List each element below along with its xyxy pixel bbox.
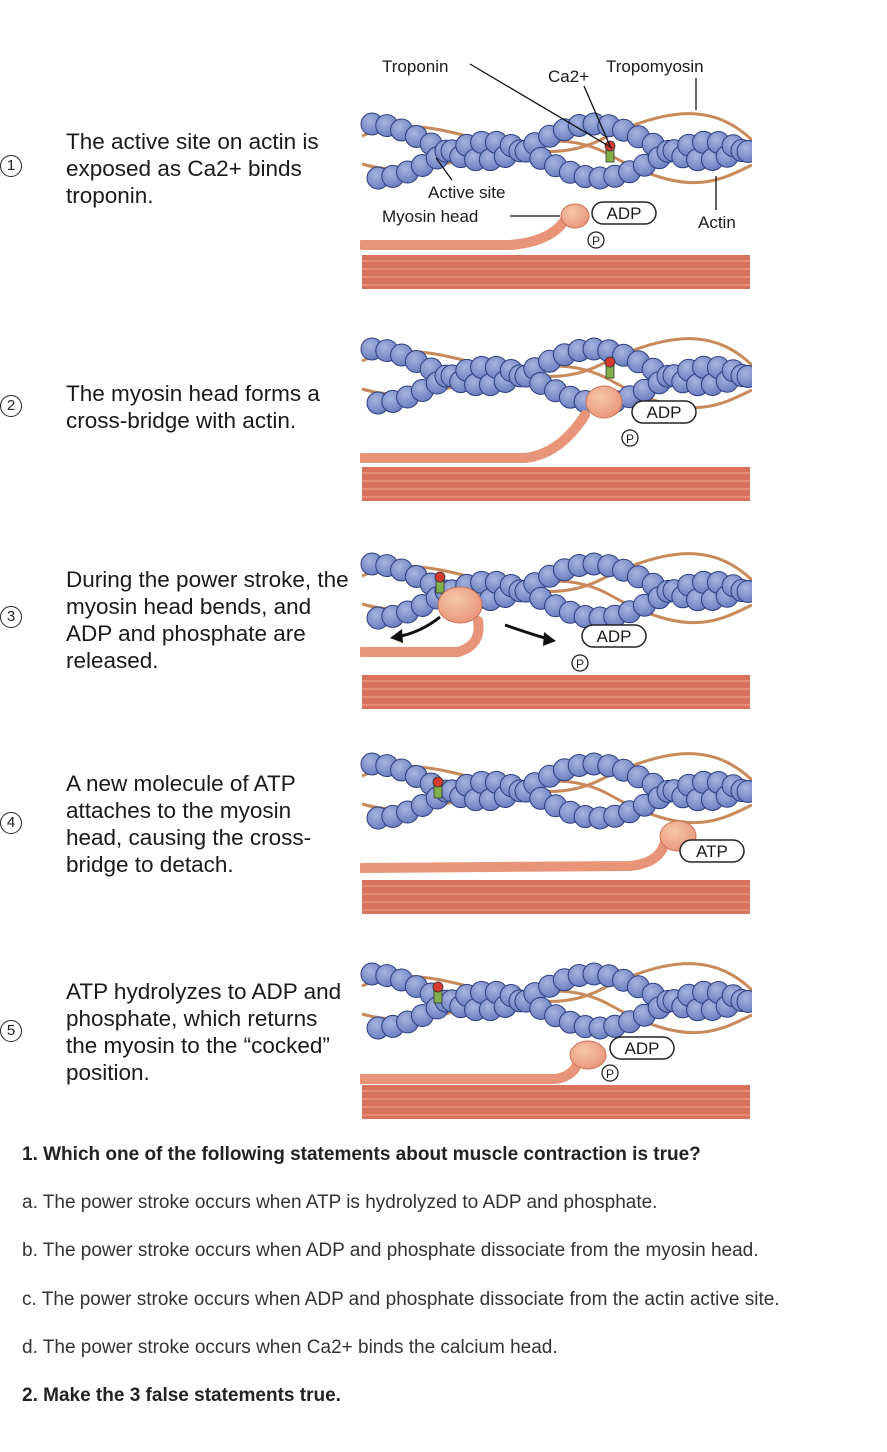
calcium-marker: [434, 571, 446, 583]
option-c: c. The power stroke occurs when ADP and …: [22, 1289, 780, 1310]
step-2-number: 2: [0, 395, 22, 417]
adp-bubble: [631, 400, 697, 424]
active-site-leader: [435, 157, 453, 181]
arrowhead-left: [390, 629, 403, 643]
adp-bubble: [591, 201, 657, 225]
step-4-number: 4: [0, 812, 22, 834]
step-1-number: 1: [0, 155, 22, 177]
actin-bead: [736, 139, 752, 163]
myosin-head: [437, 586, 483, 624]
step-3-text: During the power stroke, the myosin head…: [66, 567, 349, 673]
troponin-leader: [469, 63, 613, 149]
option-a: a. The power stroke occurs when ATP is h…: [22, 1192, 658, 1213]
atp-bubble: [679, 839, 745, 863]
actin-bead: [736, 779, 752, 803]
tropomyosin-strand: [361, 337, 752, 378]
question-2: 2. Make the 3 false statements true.: [22, 1385, 341, 1406]
myosin-neck: [360, 215, 570, 250]
label-active-site: Active site: [428, 183, 505, 202]
panel-3-diagram: ADP P: [360, 552, 752, 709]
adp-label: ADP: [607, 204, 642, 223]
label-tropomyosin: Tropomyosin: [606, 57, 704, 76]
calcium-marker: [432, 981, 444, 993]
panel-2: ADP P: [360, 310, 752, 510]
step-5-number: 5: [0, 1020, 22, 1042]
step-5-text: ATP hydrolyzes to ADP and phosphate, whi…: [66, 979, 342, 1085]
thick-filament: [362, 880, 750, 914]
step-2-text: The myosin head forms a cross-bridge wit…: [66, 381, 320, 433]
adp-bubble: [609, 1036, 675, 1060]
label-ca2: Ca2+: [548, 67, 589, 86]
tropomyosin-strand: [361, 112, 752, 153]
arrowhead-right: [543, 632, 556, 646]
label-actin: Actin: [698, 213, 736, 232]
phosphate-circle: [621, 429, 639, 447]
step-3-number: 3: [0, 606, 22, 628]
phosphate-label: P: [576, 657, 584, 671]
myosin-head: [585, 385, 623, 419]
tropomyosin-strand: [361, 752, 752, 793]
power-stroke-arrow-right: [504, 623, 549, 641]
actin-bead: [736, 364, 752, 388]
calcium-marker: [604, 356, 616, 368]
tropomyosin-strand: [361, 552, 752, 593]
myosin-neck: [360, 616, 484, 657]
panel-4-diagram: ATP: [360, 752, 752, 914]
option-b: b. The power stroke occurs when ADP and …: [22, 1240, 759, 1261]
actin-bead: [736, 579, 752, 603]
option-d: d. The power stroke occurs when Ca2+ bin…: [22, 1337, 558, 1358]
thick-filament: [362, 255, 750, 289]
step-1-text: The active site on actin is exposed as C…: [66, 129, 319, 208]
myosin-head: [560, 203, 590, 229]
phosphate-circle: [587, 231, 605, 249]
calcium-marker: [432, 776, 444, 788]
phosphate-label: P: [626, 432, 634, 446]
adp-bubble: [581, 624, 647, 648]
panel-5-diagram: ADP P: [360, 962, 752, 1119]
step-4-text: A new molecule of ATP attaches to the my…: [66, 771, 312, 877]
ca2-leader: [583, 85, 611, 147]
panel-4: ATP: [360, 730, 752, 920]
actin-bead: [736, 989, 752, 1013]
adp-label: ADP: [597, 627, 632, 646]
thick-filament: [362, 1085, 750, 1119]
myosin-neck: [360, 837, 670, 873]
label-myosin-head: Myosin head: [382, 207, 478, 226]
question-1: 1. Which one of the following statements…: [22, 1144, 701, 1165]
phosphate-circle: [571, 654, 589, 672]
tropomyosin-strand: [361, 962, 752, 1003]
adp-label: ADP: [625, 1039, 660, 1058]
panel-2-diagram: ADP P: [360, 337, 752, 501]
myosin-neck: [360, 1058, 583, 1084]
panel-3: ADP P: [360, 525, 752, 725]
thick-filament: [362, 675, 750, 709]
atp-label: ATP: [696, 842, 728, 861]
phosphate-label: P: [592, 234, 600, 248]
panel-5: ADP P: [360, 945, 752, 1135]
thick-filament: [362, 467, 750, 501]
myosin-head: [569, 1040, 607, 1070]
myosin-neck: [360, 410, 590, 463]
phosphate-circle: [601, 1064, 619, 1082]
phosphate-label: P: [606, 1067, 614, 1081]
adp-label: ADP: [647, 403, 682, 422]
label-troponin: Troponin: [382, 57, 448, 76]
